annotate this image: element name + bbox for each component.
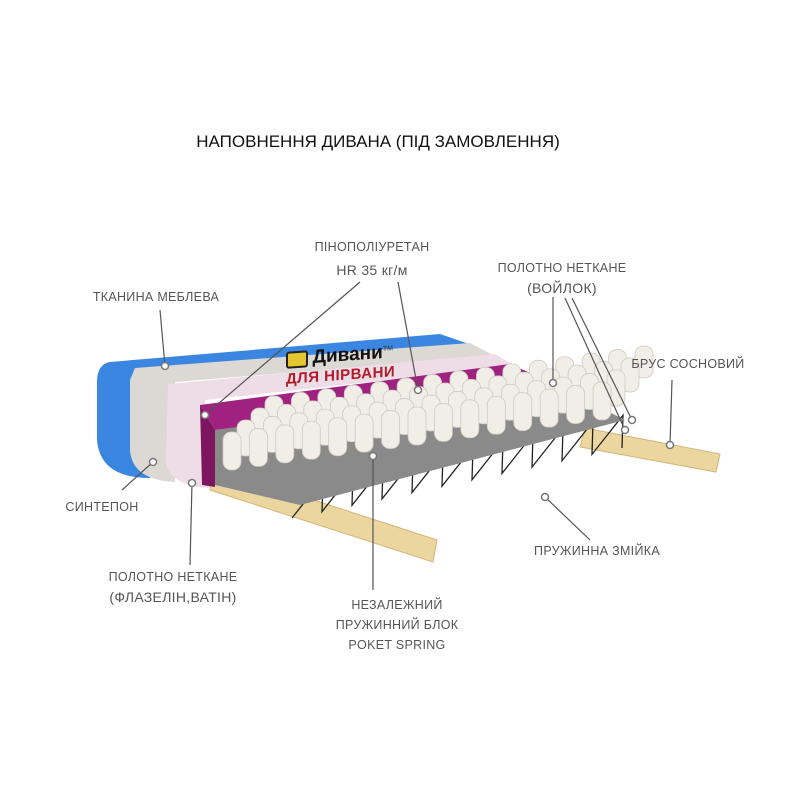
leader-line bbox=[121, 461, 154, 491]
nonwoven-layer bbox=[166, 354, 515, 488]
spring-block bbox=[222, 345, 654, 471]
leader-dot bbox=[200, 410, 210, 420]
label-felt: ПОЛОТНО НЕТКАНЕ (ВОЙЛОК) bbox=[498, 258, 627, 298]
logo-tm: TM bbox=[382, 345, 393, 353]
label-foam-line2: HR 35 кг/м bbox=[336, 262, 408, 278]
leader-dot bbox=[148, 457, 158, 467]
pocket-spring bbox=[486, 395, 506, 435]
leader-dots bbox=[148, 361, 675, 502]
label-nonwoven-line1: ПОЛОТНО НЕТКАНЕ bbox=[108, 570, 238, 584]
leader-dot bbox=[187, 478, 197, 488]
foam-layer-front bbox=[200, 405, 215, 487]
pocket-spring bbox=[566, 385, 585, 424]
pocket-spring bbox=[460, 399, 480, 439]
label-fabric: ТКАНИНА МЕБЛЕВА bbox=[92, 290, 220, 304]
leader-dot bbox=[627, 415, 637, 425]
label-beam: БРУС СОСНОВИЙ bbox=[631, 357, 745, 371]
label-spring-block-line2: ПРУЖИННИЙ БЛОК bbox=[335, 618, 459, 632]
pocket-spring bbox=[222, 431, 242, 471]
leader-line bbox=[571, 297, 633, 421]
label-foam: ПІНОПОЛІУРЕТАН HR 35 кг/м bbox=[315, 237, 430, 280]
pocket-spring bbox=[275, 424, 295, 464]
leader-line bbox=[564, 297, 626, 431]
wood-slat-back bbox=[579, 427, 721, 473]
leader-line bbox=[189, 482, 193, 566]
label-spring-block-line1: НЕЗАЛЕЖНИЙ bbox=[351, 598, 443, 612]
leader-dot bbox=[540, 492, 550, 502]
leader-dot bbox=[620, 425, 630, 435]
pocket-spring bbox=[434, 403, 453, 442]
leader-line bbox=[204, 281, 361, 416]
logo-sofa-icon bbox=[286, 349, 308, 369]
label-spring-block: НЕЗАЛЕЖНИЙ ПРУЖИННИЙ БЛОК POKET SPRING bbox=[336, 595, 459, 655]
page-title: НАПОВНЕННЯ ДИВАНА (ПІД ЗАМОВЛЕННЯ) bbox=[196, 132, 560, 151]
leader-dot bbox=[368, 451, 378, 461]
pocket-spring bbox=[301, 420, 321, 460]
leader-line bbox=[544, 496, 591, 541]
leader-dot bbox=[665, 440, 675, 450]
pocket-spring bbox=[249, 428, 268, 467]
label-felt-line1: ПОЛОТНО НЕТКАНЕ bbox=[497, 261, 627, 275]
leader-line bbox=[669, 379, 673, 446]
leader-dot bbox=[160, 361, 170, 371]
label-snake-spring: ПРУЖИННА ЗМІЙКА bbox=[534, 544, 660, 558]
brand-logo: ДиваниTM ДЛЯ НІРВАНИ bbox=[286, 341, 395, 388]
label-sintepon: СИНТЕПОН bbox=[65, 500, 139, 514]
pocket-spring bbox=[539, 388, 559, 428]
sintepon-layer bbox=[130, 343, 495, 482]
pocket-spring bbox=[592, 381, 612, 421]
pocket-spring bbox=[407, 406, 427, 446]
leader-lines bbox=[121, 281, 673, 590]
pocket-spring bbox=[513, 392, 533, 432]
label-spring-block-line3: POKET SPRING bbox=[348, 638, 446, 652]
label-felt-line2: (ВОЙЛОК) bbox=[527, 280, 597, 296]
pocket-spring bbox=[328, 417, 348, 457]
pocket-spring bbox=[354, 413, 374, 453]
pocket-spring bbox=[381, 410, 400, 449]
leader-dot bbox=[413, 385, 423, 395]
leader-line bbox=[159, 309, 166, 367]
label-nonwoven-line2: (ФЛАЗЕЛІН,ВАТІН) bbox=[109, 589, 237, 605]
label-foam-line1: ПІНОПОЛІУРЕТАН bbox=[314, 240, 430, 254]
leader-line bbox=[397, 281, 419, 391]
label-nonwoven: ПОЛОТНО НЕТКАНЕ (ФЛАЗЕЛІН,ВАТІН) bbox=[109, 567, 238, 607]
leader-dot bbox=[548, 378, 558, 388]
